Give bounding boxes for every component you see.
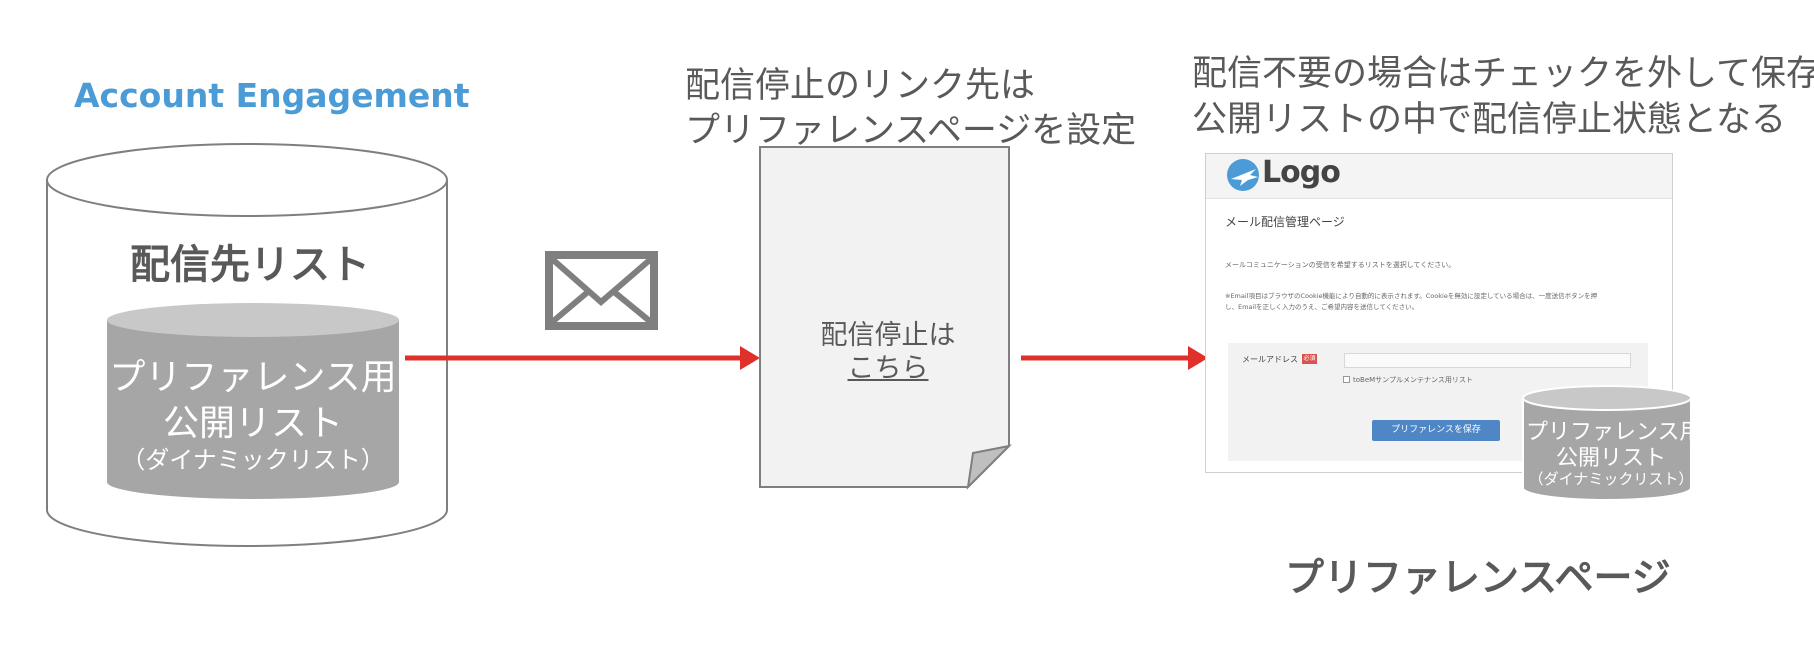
arrow-to-preference-page bbox=[1021, 346, 1208, 370]
preference-page-heading: メール配信管理ページ bbox=[1225, 215, 1345, 229]
inner-list-label-line2: 公開リスト bbox=[162, 403, 343, 444]
unsubscribe-caption-line1: 配信停止のリンク先は bbox=[685, 66, 1036, 106]
preference-page-intro: メールコミュニケーションの受信を希望するリストを選択してください。 bbox=[1225, 261, 1456, 269]
mini-list-cylinder bbox=[1522, 385, 1692, 501]
envelope-icon bbox=[545, 251, 658, 330]
document-text-line1: 配信停止は bbox=[820, 320, 956, 351]
preference-caption-line1: 配信不要の場合はチェックを外して保存 bbox=[1192, 54, 1814, 94]
mini-list-label-line3: （ダイナミックリスト） bbox=[1528, 470, 1694, 488]
account-engagement-brand: Account Engagement bbox=[74, 76, 470, 115]
arrow-to-email bbox=[405, 346, 760, 370]
distribution-list-title: 配信先リスト bbox=[130, 242, 370, 288]
preference-page-note-line2: し、Emailを正しく入力のうえ、ご希望内容を送信してください。 bbox=[1225, 303, 1419, 311]
list-checkbox-label: toBeMサンプルメンテナンス用リスト bbox=[1353, 376, 1473, 384]
list-checkbox[interactable] bbox=[1343, 376, 1350, 383]
logo-text: Logo bbox=[1262, 155, 1341, 190]
mini-list-label-line2: 公開リスト bbox=[1555, 446, 1666, 471]
preference-list-cylinder bbox=[107, 303, 399, 499]
preference-caption-line2: 公開リストの中で配信停止状態となる bbox=[1192, 100, 1786, 140]
inner-list-label-line3: （ダイナミックリスト） bbox=[121, 446, 385, 474]
required-badge: 必須 bbox=[1302, 354, 1317, 364]
email-label: メールアドレス bbox=[1242, 355, 1298, 364]
preference-page-note-line1: ※Email項目はブラウザのCookie機能により自動的に表示されます。Cook… bbox=[1225, 292, 1598, 300]
email-document bbox=[759, 146, 1013, 490]
save-preferences-button[interactable]: プリファレンスを保存 bbox=[1372, 420, 1500, 441]
email-field[interactable] bbox=[1344, 353, 1631, 368]
logo-bar bbox=[1206, 154, 1672, 199]
unsubscribe-link[interactable]: こちら bbox=[847, 353, 929, 384]
unsubscribe-caption-line2: プリファレンスページを設定 bbox=[685, 111, 1137, 151]
preference-page-title: プリファレンスページ bbox=[1285, 556, 1671, 601]
mini-list-label-line1: プリファレンス用 bbox=[1526, 420, 1702, 445]
inner-list-label-line1: プリファレンス用 bbox=[109, 357, 397, 398]
logo-plane-icon bbox=[1227, 159, 1259, 191]
